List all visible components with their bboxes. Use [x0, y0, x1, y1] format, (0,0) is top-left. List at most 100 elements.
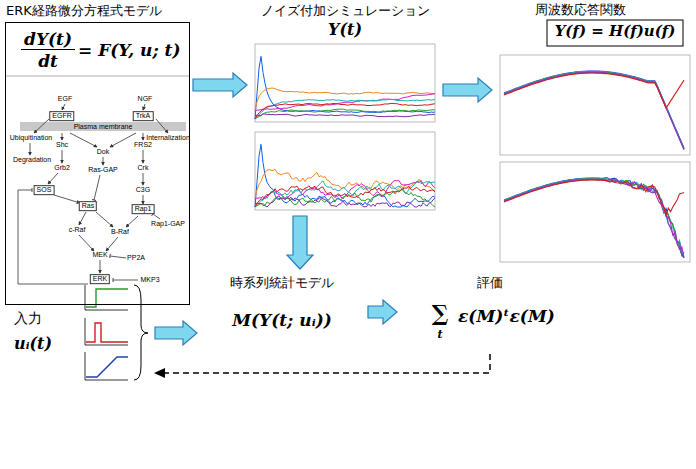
plot-curve	[255, 114, 435, 117]
drawing-part	[86, 357, 128, 377]
panel-title: 入力	[14, 310, 42, 327]
drawing-part	[255, 132, 435, 210]
equation-box	[547, 20, 683, 46]
drawing-part	[34, 119, 49, 133]
pathway-label: Ubiquitination	[10, 134, 52, 142]
plot-curve	[255, 56, 435, 119]
feedback-arrow	[154, 354, 490, 378]
plot-curve	[504, 72, 684, 149]
formula-text: dt	[38, 51, 58, 71]
plot-curve	[255, 186, 435, 207]
plot-curve	[255, 99, 435, 119]
formula-text: Y(t)	[328, 20, 362, 39]
drawing-part	[96, 212, 113, 227]
block-arrow	[155, 321, 197, 345]
plot-curve	[504, 72, 684, 149]
input-plots	[85, 285, 128, 380]
panel-group: 周波数応答関数Y(f) = H(f)u(f)	[495, 0, 693, 265]
formula-text: t	[437, 328, 442, 341]
model-box: ERK経路微分方程式モデルdY(t)dt= F(Y, u; t)	[5, 22, 190, 305]
pathway-label: NGF	[138, 95, 153, 103]
panel-group: 時系列統計モデル M(Y(t; uᵢ))	[200, 272, 365, 347]
pathway-label: Crk	[138, 164, 149, 172]
block-arrow	[368, 300, 397, 324]
panel-title: 評価	[477, 275, 503, 291]
drawing-part	[163, 354, 490, 373]
plot-curve	[255, 144, 435, 207]
plot-curve	[255, 109, 435, 119]
drawing-part	[255, 44, 435, 122]
drawing-part	[62, 133, 63, 140]
drawing-part	[62, 104, 65, 110]
drawing-part	[103, 157, 104, 165]
formula-text: dY(t)	[21, 29, 75, 50]
plot-curve	[504, 179, 684, 257]
plot-curve	[255, 88, 435, 110]
drawing-part	[143, 195, 144, 204]
pathway-label: Degradation	[13, 156, 51, 164]
pathway-label: SOS	[34, 185, 55, 195]
block-arrow	[193, 73, 247, 97]
pathway-label: C3G	[136, 186, 150, 194]
plot-curve	[504, 73, 684, 108]
block-arrow	[443, 78, 492, 102]
formula-text: M(Y(t; uᵢ))	[232, 310, 332, 330]
drawing-part	[85, 318, 128, 345]
drawing-part	[18, 190, 88, 284]
formula-text: Y(f) = H(f)u(f)	[555, 22, 676, 40]
drawing-part	[85, 352, 128, 380]
drawing-part	[86, 323, 128, 342]
drawing-part	[153, 214, 160, 219]
pathway-label: PP2A	[127, 254, 145, 262]
pathway-label: MEK	[92, 251, 107, 259]
drawing-part	[110, 133, 136, 147]
pathway-label: ERK	[90, 274, 110, 284]
pathway-label: EGF	[58, 95, 72, 103]
panel-title: 時系列統計モデル	[230, 275, 334, 291]
plot-curves	[255, 56, 684, 258]
drawing-part	[94, 175, 100, 200]
drawing-part	[500, 55, 690, 155]
pathway-label: Ras-GAP	[88, 166, 118, 174]
pathway-label: Internalization	[146, 134, 190, 142]
drawing-part	[143, 104, 145, 110]
drawing-part	[143, 150, 144, 163]
block-arrow	[287, 216, 313, 269]
formula-text: = F(Y, u; t)	[78, 40, 181, 60]
panel-group: 評価 ∑ t ε(M)ᵗε(M)	[400, 272, 580, 352]
pathway-label: EGFR	[49, 111, 74, 121]
formula-text: ∑	[432, 300, 449, 326]
pathway-label: Rap1	[132, 204, 155, 214]
drawing-part	[70, 133, 97, 147]
pathway-lines	[18, 104, 168, 284]
drawing-part	[126, 216, 138, 227]
pathway-label: Rap1-GAP	[151, 220, 185, 228]
plot-curve	[504, 73, 684, 150]
pathway-label: Dok	[97, 148, 109, 156]
panel-title: ERK経路微分方程式モデル	[6, 3, 162, 19]
pathway-label: Plasma membrane	[74, 123, 133, 131]
drawing-part	[143, 133, 144, 140]
equation-separator	[5, 76, 190, 77]
drawing-part	[154, 368, 165, 378]
drawing-part	[500, 162, 690, 262]
pathway-label: TrkA	[133, 111, 154, 121]
drawing-part	[100, 260, 101, 273]
drawing-part	[54, 195, 80, 203]
plot-curve	[255, 196, 435, 207]
formula-text: ε(M)ᵗε(M)	[458, 306, 555, 326]
formula-text: uᵢ(t)	[14, 334, 52, 353]
drawing-part	[113, 280, 138, 281]
drawing-part	[156, 119, 168, 133]
drawing-part	[85, 285, 128, 310]
plot-curve	[504, 71, 684, 148]
drawing-part	[79, 212, 86, 225]
plot-curve	[255, 103, 435, 119]
plot-curve	[504, 180, 684, 258]
pathway-label: MKP3	[140, 276, 159, 284]
drawing-part	[106, 237, 118, 251]
panel-group: ノイズ付加シミュレーションY(t)	[250, 0, 440, 213]
plot-curve	[504, 179, 684, 257]
drawing-part	[30, 143, 31, 155]
